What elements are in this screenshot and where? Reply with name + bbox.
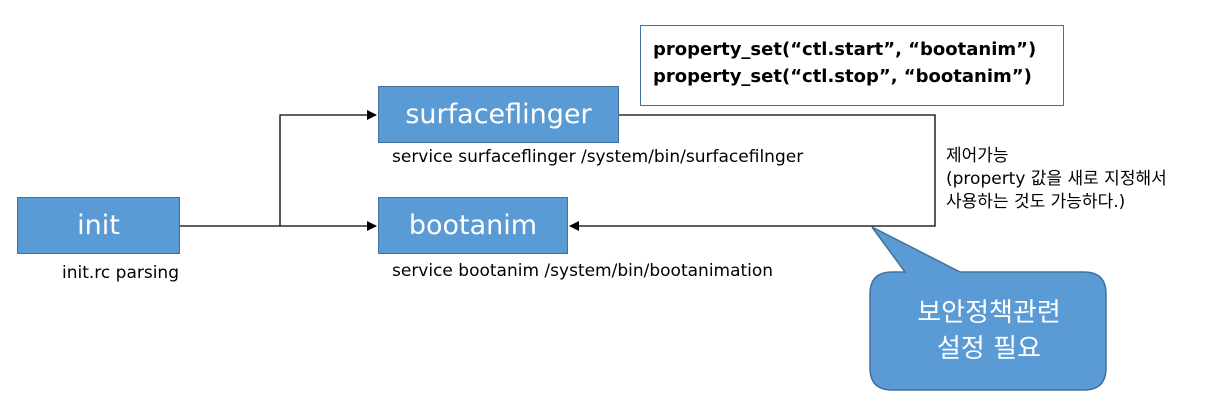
arrow-init-to-surfaceflinger bbox=[279, 110, 377, 226]
property-start-line: property_set(“ctl.start”, “bootanim”) bbox=[653, 39, 1037, 60]
arrow-surfaceflinger-to-bootanim bbox=[569, 114, 936, 231]
init-node-label: init bbox=[77, 210, 120, 241]
surfaceflinger-node-label: surfaceflinger bbox=[405, 99, 592, 130]
init-node: init bbox=[17, 197, 180, 254]
callout-line-2: 설정 필요 bbox=[937, 334, 1041, 364]
init-caption: init.rc parsing bbox=[62, 263, 179, 283]
control-note-line-3: 사용하는 것도 가능하다.) bbox=[946, 192, 1126, 212]
surfaceflinger-node: surfaceflinger bbox=[378, 86, 619, 143]
property-set-box: property_set(“ctl.start”, “bootanim”) pr… bbox=[640, 25, 1064, 106]
surfaceflinger-caption: service surfaceflinger /system/bin/surfa… bbox=[392, 147, 804, 167]
callout-text: 보안정책관련 설정 필요 bbox=[872, 272, 1106, 390]
property-stop-line: property_set(“ctl.stop”, “bootanim”) bbox=[653, 66, 1032, 87]
bootanim-node-label: bootanim bbox=[408, 210, 538, 241]
control-note-title: 제어가능 bbox=[946, 146, 1009, 166]
bootanim-caption: service bootanim /system/bin/bootanimati… bbox=[392, 261, 774, 281]
control-note-line-2: (property 값을 새로 지정해서 bbox=[946, 169, 1167, 189]
bootanim-node: bootanim bbox=[378, 197, 568, 254]
callout-bubble bbox=[869, 226, 1107, 391]
callout-line-1: 보안정책관련 bbox=[917, 298, 1061, 328]
